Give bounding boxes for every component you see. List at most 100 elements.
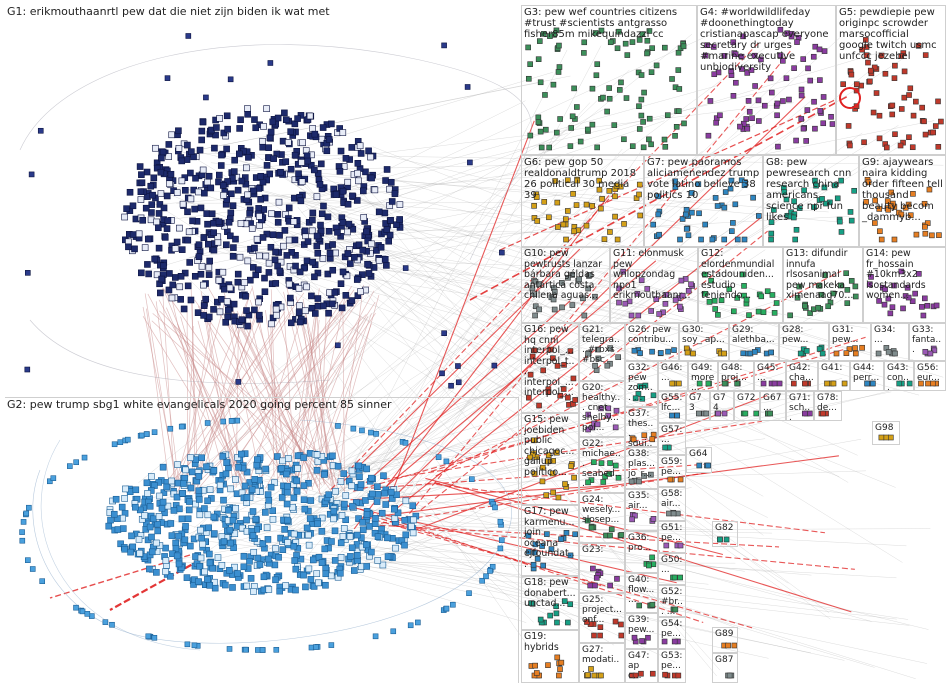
- group-g22[interactable]: G22: michae... seabed...: [579, 437, 625, 493]
- node[interactable]: [137, 196, 145, 203]
- node[interactable]: [229, 584, 236, 591]
- node[interactable]: [148, 473, 155, 480]
- group-g19[interactable]: G19: hybrids: [521, 630, 579, 683]
- node[interactable]: [225, 506, 232, 514]
- node[interactable]: [231, 530, 239, 538]
- node[interactable]: [299, 139, 306, 146]
- node[interactable]: [296, 268, 304, 276]
- node[interactable]: [377, 243, 385, 251]
- group-g25[interactable]: G25: project... onf...: [579, 593, 625, 643]
- node[interactable]: [195, 487, 203, 494]
- node[interactable]: [145, 270, 152, 278]
- node[interactable]: [144, 261, 151, 268]
- node[interactable]: [396, 216, 403, 223]
- group-g9[interactable]: G9: ajaywears naira kidding order fiftee…: [859, 155, 946, 247]
- node[interactable]: [344, 228, 351, 236]
- node[interactable]: [491, 362, 498, 369]
- node[interactable]: [206, 550, 213, 558]
- node[interactable]: [342, 292, 350, 299]
- node[interactable]: [355, 177, 362, 185]
- node[interactable]: [401, 541, 408, 549]
- node[interactable]: [206, 582, 214, 589]
- node[interactable]: [342, 516, 349, 524]
- node[interactable]: [285, 280, 293, 288]
- node[interactable]: [248, 486, 256, 493]
- node[interactable]: [298, 178, 306, 186]
- node[interactable]: [293, 488, 301, 495]
- node[interactable]: [311, 273, 318, 281]
- node[interactable]: [284, 539, 292, 546]
- node[interactable]: [215, 218, 223, 226]
- node[interactable]: [292, 586, 299, 594]
- node[interactable]: [270, 155, 277, 162]
- node[interactable]: [274, 211, 282, 218]
- node[interactable]: [240, 553, 248, 560]
- node[interactable]: [203, 94, 209, 101]
- node[interactable]: [283, 252, 291, 259]
- node[interactable]: [368, 240, 375, 248]
- node[interactable]: [165, 153, 172, 160]
- node[interactable]: [210, 513, 218, 521]
- group-g12[interactable]: G12: elordenmundial estadouniden... estu…: [698, 247, 783, 323]
- node[interactable]: [184, 208, 191, 216]
- node[interactable]: [229, 516, 237, 524]
- node[interactable]: [303, 283, 310, 291]
- node[interactable]: [165, 141, 173, 148]
- node[interactable]: [232, 235, 239, 243]
- node[interactable]: [371, 186, 379, 194]
- node[interactable]: [344, 200, 352, 208]
- node[interactable]: [319, 254, 327, 262]
- node[interactable]: [219, 182, 227, 189]
- node[interactable]: [142, 204, 150, 212]
- node[interactable]: [205, 240, 212, 248]
- node[interactable]: [311, 130, 319, 138]
- node[interactable]: [354, 169, 361, 177]
- group-g14[interactable]: G14: pew fr_hossain #10km3x2 isostandard…: [863, 247, 946, 323]
- node[interactable]: [364, 260, 371, 268]
- node[interactable]: [251, 306, 258, 314]
- node[interactable]: [200, 234, 208, 241]
- group-g40[interactable]: G40: flow... ...: [625, 573, 658, 613]
- node[interactable]: [251, 476, 259, 483]
- node[interactable]: [262, 465, 269, 473]
- node[interactable]: [402, 531, 410, 539]
- node[interactable]: [167, 520, 175, 527]
- group-g1[interactable]: G1: erikmouthaanrtl pew dat die niet zij…: [5, 5, 519, 397]
- node[interactable]: [354, 160, 362, 167]
- node[interactable]: [208, 210, 216, 218]
- node[interactable]: [197, 554, 205, 562]
- node[interactable]: [199, 118, 207, 126]
- group-g64[interactable]: G64: [686, 447, 712, 473]
- node[interactable]: [339, 187, 347, 195]
- node[interactable]: [372, 515, 379, 522]
- node[interactable]: [237, 116, 244, 124]
- node[interactable]: [224, 178, 231, 185]
- node[interactable]: [246, 210, 253, 217]
- node[interactable]: [311, 166, 318, 174]
- node[interactable]: [402, 497, 410, 505]
- node[interactable]: [337, 478, 345, 485]
- node[interactable]: [287, 294, 294, 302]
- node[interactable]: [314, 269, 322, 277]
- node[interactable]: [378, 509, 386, 517]
- node[interactable]: [402, 265, 409, 271]
- node[interactable]: [154, 527, 162, 535]
- node[interactable]: [157, 289, 164, 297]
- node[interactable]: [199, 166, 207, 174]
- node[interactable]: [344, 250, 352, 258]
- node[interactable]: [138, 269, 145, 277]
- node[interactable]: [287, 319, 295, 327]
- node[interactable]: [381, 489, 388, 497]
- node[interactable]: [269, 507, 276, 514]
- node[interactable]: [188, 148, 195, 155]
- node[interactable]: [200, 302, 208, 309]
- group-g26[interactable]: G26: pew contribu...: [625, 323, 679, 361]
- node[interactable]: [191, 205, 198, 213]
- group-g39[interactable]: G39: pew...: [625, 613, 658, 649]
- group-g16[interactable]: G16: pew hq cnni interpol_... interpol_t…: [521, 323, 579, 413]
- node[interactable]: [216, 308, 224, 316]
- node[interactable]: [336, 167, 344, 175]
- node[interactable]: [257, 196, 264, 203]
- node[interactable]: [237, 220, 245, 227]
- node[interactable]: [285, 139, 292, 146]
